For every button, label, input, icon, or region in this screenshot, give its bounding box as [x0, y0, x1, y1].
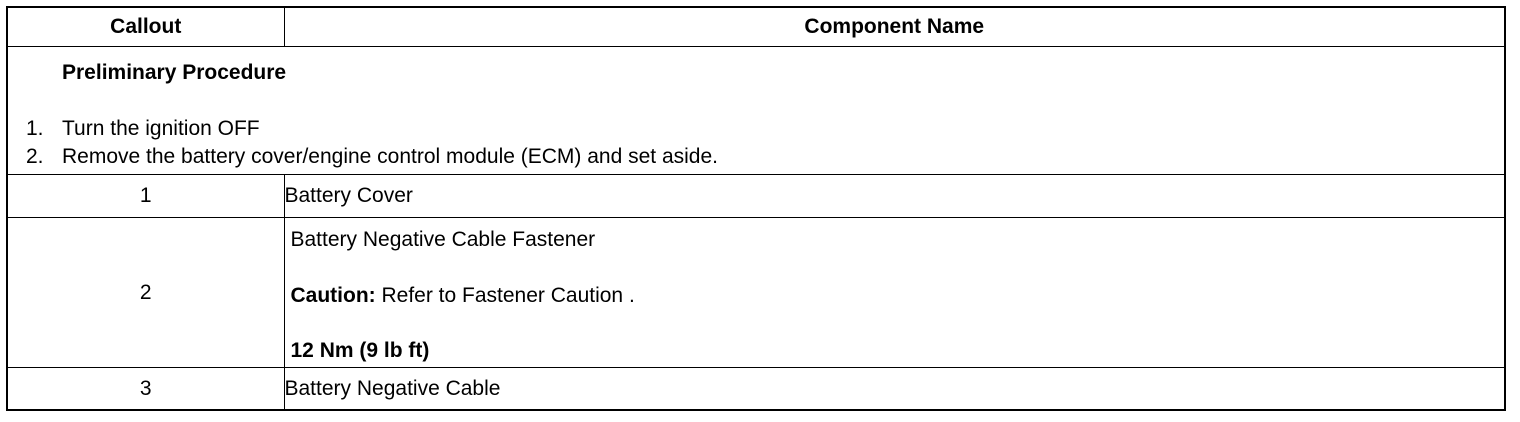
callout-number: 3 [6, 367, 285, 411]
preliminary-row: Preliminary Procedure 1. Turn the ignitio… [6, 46, 1506, 175]
component-table: Callout Component Name Preliminary Proce… [6, 6, 1506, 411]
step-text: Turn the ignition OFF [62, 117, 260, 140]
step-text: Remove the battery cover/engine control … [62, 145, 718, 168]
caution-text: Refer to Fastener Caution . [375, 284, 635, 307]
component-name: Battery Negative Cable Fastener [290, 228, 596, 251]
preliminary-title: Preliminary Procedure [62, 61, 287, 84]
caution-line: Caution: Refer to Fastener Caution . [291, 284, 635, 308]
callout-header: Callout [6, 6, 285, 47]
preliminary-procedure: Preliminary Procedure 1. Turn the ignitio… [6, 46, 1506, 175]
component-detail-cell: Battery Negative Cable Fastener Caution:… [283, 217, 1506, 368]
step-item: 1. Turn the ignition OFF [26, 117, 260, 141]
step-number: 2. [26, 145, 44, 168]
table-row: 2 Battery Negative Cable Fastener Cautio… [6, 217, 1506, 368]
component-name: Battery Cover [283, 174, 1506, 218]
table-row: 1 Battery Cover [6, 174, 1506, 218]
caution-label: Caution: [290, 284, 376, 307]
component-name: Battery Negative Cable [283, 367, 1506, 411]
component-name-header: Component Name [283, 6, 1506, 47]
step-item: 2. Remove the battery cover/engine contro… [26, 145, 718, 169]
callout-number: 1 [6, 174, 285, 218]
step-number: 1. [26, 117, 44, 140]
torque-spec: 12 Nm (9 lb ft) [290, 339, 430, 362]
header-row: Callout Component Name [6, 6, 1506, 47]
callout-number: 2 [6, 217, 285, 368]
table-row: 3 Battery Negative Cable [6, 367, 1506, 411]
